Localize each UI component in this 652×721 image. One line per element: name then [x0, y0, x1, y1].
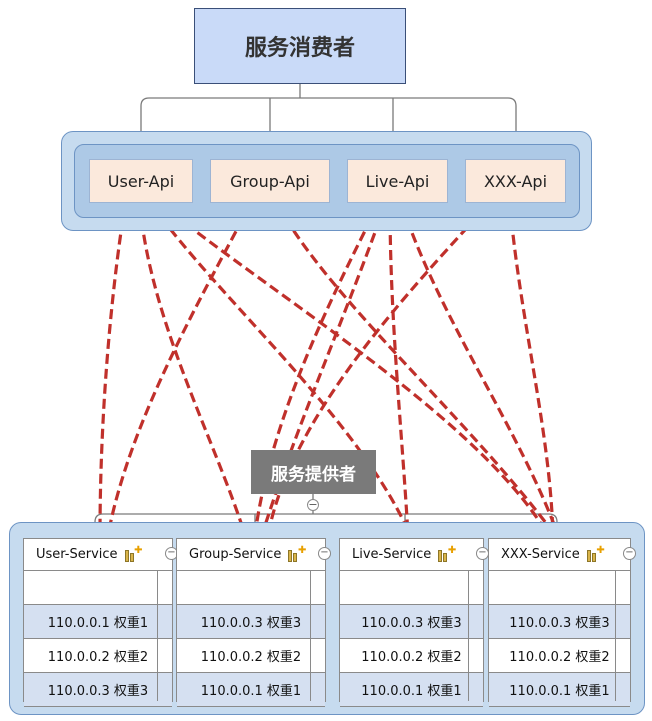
service-name: Live-Service	[352, 547, 432, 562]
table-row: 110.0.0.3 权重3	[489, 605, 630, 639]
provider-title: 服务提供者	[271, 464, 356, 485]
notes-icon: ✚	[586, 545, 605, 562]
empty-row	[489, 571, 630, 605]
dependency-arrow	[160, 203, 551, 539]
dependency-arrow	[150, 204, 413, 539]
table-divider	[468, 570, 469, 701]
notes-icon: ✚	[288, 545, 306, 562]
service-provider-label: 服务提供者	[251, 450, 376, 494]
table-row: 110.0.0.2 权重2	[340, 639, 483, 673]
service-table-live[interactable]: Live-Service ✚ − 110.0.0.3 权重3 110.0.0.2…	[339, 538, 489, 707]
table-row: 110.0.0.1 权重1	[24, 605, 172, 639]
api-node-group[interactable]: Group-Api	[210, 159, 330, 203]
api-node-user[interactable]: User-Api	[89, 159, 193, 203]
notes-icon: ✚	[438, 545, 456, 562]
consumer-title: 服务消费者	[244, 36, 355, 61]
service-consumer-box: 服务消费者	[194, 8, 406, 84]
dependency-arrow	[400, 204, 561, 539]
empty-row	[177, 571, 325, 605]
table-row: 110.0.0.1 权重1	[177, 673, 325, 707]
service-table-user[interactable]: User-Service ✚ − 110.0.0.1 权重1 110.0.0.2…	[23, 538, 178, 707]
service-table-group[interactable]: Group-Service ✚ − 110.0.0.3 权重3 110.0.0.…	[176, 538, 331, 707]
service-header: Live-Service ✚	[340, 539, 483, 571]
collapse-icon[interactable]: −	[318, 547, 331, 560]
table-row: 110.0.0.2 权重2	[24, 639, 172, 673]
api-node-live[interactable]: Live-Api	[347, 159, 448, 203]
table-row: 110.0.0.2 权重2	[177, 639, 325, 673]
table-row: 110.0.0.1 权重1	[340, 673, 483, 707]
dependency-arrow	[95, 204, 127, 539]
service-header: Group-Service ✚	[177, 539, 325, 571]
service-name: Group-Service	[189, 547, 282, 562]
empty-row	[340, 571, 483, 605]
table-row: 110.0.0.1 权重1	[489, 673, 630, 707]
api-label: Live-Api	[365, 171, 430, 191]
table-divider	[310, 570, 311, 701]
service-header: XXX-Service ✚	[489, 539, 630, 571]
api-label: User-Api	[107, 171, 175, 191]
collapse-icon[interactable]: −	[623, 547, 636, 560]
dependency-arrow	[388, 204, 413, 539]
empty-row	[24, 571, 172, 605]
dependency-arrow	[276, 204, 558, 539]
table-row: 110.0.0.3 权重3	[177, 605, 325, 639]
table-row: 110.0.0.3 权重3	[340, 605, 483, 639]
api-label: XXX-Api	[483, 171, 548, 191]
service-header: User-Service ✚	[24, 539, 172, 571]
service-table-xxx[interactable]: XXX-Service ✚ − 110.0.0.3 权重3 110.0.0.2 …	[488, 538, 636, 707]
service-name: User-Service	[36, 547, 118, 562]
table-row: 110.0.0.3 权重3	[24, 673, 172, 707]
notes-icon: ✚	[124, 545, 143, 562]
table-row: 110.0.0.2 权重2	[489, 639, 630, 673]
api-node-xxx[interactable]: XXX-Api	[465, 159, 566, 203]
dependency-arrow	[138, 204, 248, 539]
table-divider	[615, 570, 616, 701]
table-divider	[157, 570, 158, 701]
api-label: Group-Api	[230, 171, 310, 191]
provider-collapse-icon[interactable]: −	[307, 498, 319, 511]
dependency-arrow	[508, 204, 558, 539]
service-name: XXX-Service	[501, 547, 580, 562]
